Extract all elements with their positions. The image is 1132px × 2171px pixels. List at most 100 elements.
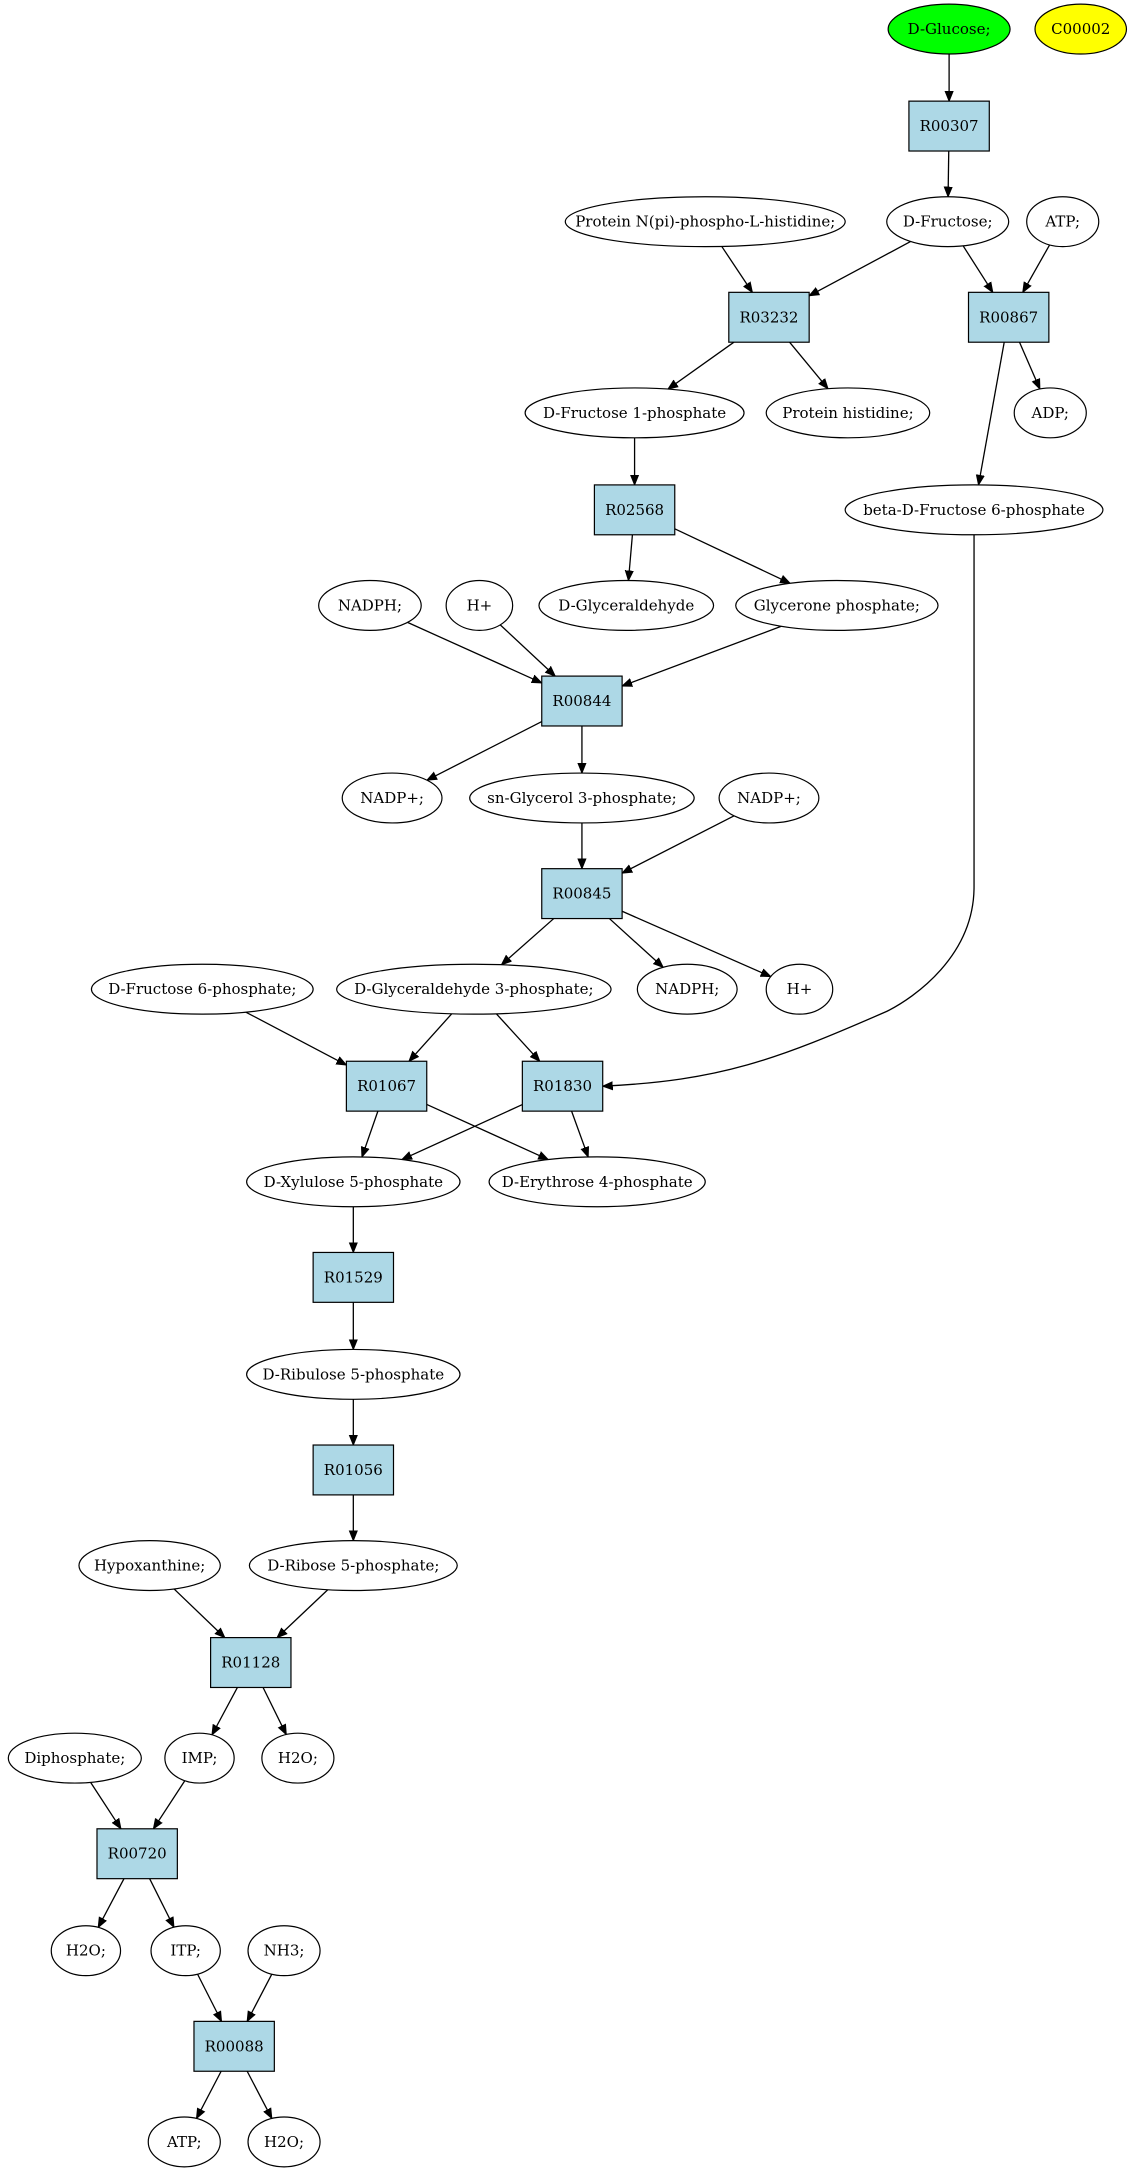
compound-node-fructose[interactable]: D-Fructose; — [886, 196, 1010, 248]
edge-fructose-to-r00867 — [962, 245, 993, 293]
reaction-node-r02568[interactable]: R02568 — [593, 484, 676, 536]
compound-node-h2o3[interactable]: H2O; — [247, 2116, 321, 2168]
reaction-node-r01830[interactable]: R01830 — [521, 1060, 604, 1112]
compound-ellipse — [318, 579, 422, 631]
edge-itp-to-r00088 — [196, 1973, 222, 2021]
node-label: ITP; — [170, 1942, 201, 1960]
compound-node-hplus1[interactable]: H+ — [445, 579, 514, 631]
compound-node-f1p[interactable]: D-Fructose 1-phosphate — [524, 387, 745, 439]
edge-r02568-to-glyald — [628, 534, 632, 581]
compound-ellipse — [765, 963, 834, 1015]
compound-node-dhap[interactable]: Glycerone phosphate; — [735, 579, 939, 631]
compound-node-ga3p[interactable]: D-Glyceraldehyde 3-phosphate; — [336, 963, 612, 1015]
compound-ellipse — [7, 1732, 142, 1784]
compound-node-c00002[interactable]: C00002 — [1034, 3, 1128, 55]
node-label: Protein histidine; — [782, 404, 913, 422]
node-label: NADPH; — [655, 980, 719, 998]
node-label: D-Xylulose 5-phosphate — [264, 1173, 443, 1191]
node-label: D-Fructose 6-phosphate; — [108, 980, 296, 998]
compound-node-glyald[interactable]: D-Glyceraldehyde — [538, 579, 715, 631]
node-label: sn-Glycerol 3-phosphate; — [487, 789, 677, 807]
compound-node-g3p[interactable]: sn-Glycerol 3-phosphate; — [469, 772, 695, 824]
compound-ellipse — [445, 579, 514, 631]
compound-node-adp[interactable]: ADP; — [1013, 387, 1087, 439]
compound-node-nadp2[interactable]: NADP+; — [718, 772, 820, 824]
compound-ellipse — [564, 196, 846, 248]
compound-ellipse — [164, 1732, 235, 1784]
compound-ellipse — [341, 772, 443, 824]
edge-dhap-to-r00844 — [622, 625, 782, 686]
compound-node-e4p[interactable]: D-Erythrose 4-phosphate — [488, 1156, 706, 1208]
compound-node-nadph2[interactable]: NADPH; — [636, 963, 738, 1015]
edge-layer — [90, 54, 1051, 2118]
compound-node-prot_nphos[interactable]: Protein N(pi)-phospho-L-histidine; — [564, 196, 846, 248]
node-label: D-Glyceraldehyde — [558, 596, 694, 614]
reaction-box — [593, 484, 676, 536]
reaction-node-r03232[interactable]: R03232 — [728, 291, 810, 343]
reaction-node-r00720[interactable]: R00720 — [96, 1828, 178, 1880]
reaction-node-r00844[interactable]: R00844 — [541, 675, 623, 727]
node-label: R00307 — [920, 117, 979, 135]
reaction-node-r00307[interactable]: R00307 — [908, 100, 990, 152]
edge-r00307-to-fructose — [948, 151, 949, 197]
compound-node-diphos[interactable]: Diphosphate; — [7, 1732, 142, 1784]
compound-ellipse — [469, 772, 695, 824]
reaction-node-r00845[interactable]: R00845 — [541, 868, 623, 920]
compound-ellipse — [524, 387, 745, 439]
compound-node-imp[interactable]: IMP; — [164, 1732, 235, 1784]
reaction-node-r01529[interactable]: R01529 — [312, 1251, 395, 1303]
reaction-box — [312, 1444, 395, 1496]
edge-r00720-to-h2o2 — [98, 1878, 125, 1928]
compound-ellipse — [735, 579, 939, 631]
edge-diphos-to-r00720 — [90, 1782, 121, 1828]
node-label: D-Ribose 5-phosphate; — [267, 1557, 439, 1575]
node-label: beta-D-Fructose 6-phosphate — [863, 501, 1085, 519]
node-label: R03232 — [739, 308, 798, 326]
reaction-box — [345, 1060, 428, 1112]
compound-node-atp1[interactable]: ATP; — [1026, 196, 1100, 248]
reaction-box — [210, 1637, 292, 1689]
compound-node-glucose[interactable]: D-Glucose; — [887, 3, 1011, 55]
edge-r00845-to-hplus2 — [621, 910, 771, 978]
compound-node-itp[interactable]: ITP; — [150, 1925, 221, 1977]
node-label: Protein N(pi)-phospho-L-histidine; — [575, 213, 835, 231]
compound-node-nh3[interactable]: NH3; — [247, 1925, 321, 1977]
compound-node-x5p[interactable]: D-Xylulose 5-phosphate — [246, 1156, 461, 1208]
compound-ellipse — [248, 1540, 458, 1592]
node-label: ATP; — [166, 2133, 202, 2151]
edge-r01067-to-e4p — [426, 1103, 548, 1161]
node-label: NADP+; — [737, 789, 801, 807]
reaction-node-r01067[interactable]: R01067 — [345, 1060, 428, 1112]
reaction-node-r00088[interactable]: R00088 — [193, 2020, 275, 2072]
compound-node-atp2[interactable]: ATP; — [147, 2116, 221, 2168]
edge-r00867-to-adp — [1018, 341, 1041, 389]
reaction-box — [728, 291, 810, 343]
compound-node-r5p[interactable]: D-Ribose 5-phosphate; — [248, 1540, 458, 1592]
compound-node-h2o2[interactable]: H2O; — [50, 1925, 122, 1977]
node-label: D-Glyceraldehyde 3-phosphate; — [354, 980, 593, 998]
compound-node-bf6p[interactable]: beta-D-Fructose 6-phosphate — [844, 484, 1104, 536]
compound-ellipse — [718, 772, 820, 824]
node-label: H+ — [467, 596, 493, 614]
compound-node-h2o1[interactable]: H2O; — [261, 1732, 335, 1784]
edge-hplus1-to-r00844 — [499, 624, 555, 676]
node-label: D-Erythrose 4-phosphate — [502, 1173, 693, 1191]
edge-r5p-to-r01128 — [277, 1589, 329, 1638]
compound-node-hypox[interactable]: Hypoxanthine; — [78, 1540, 221, 1592]
compound-ellipse — [488, 1156, 706, 1208]
reaction-node-r01128[interactable]: R01128 — [210, 1637, 292, 1689]
reaction-node-r01056[interactable]: R01056 — [312, 1444, 395, 1496]
compound-node-prot_his[interactable]: Protein histidine; — [765, 387, 931, 439]
compound-ellipse — [247, 1925, 321, 1977]
node-label: H2O; — [66, 1942, 106, 1960]
edge-prot_nphos-to-r03232 — [721, 246, 753, 292]
edge-nadp2-to-r00845 — [622, 815, 735, 873]
compound-node-nadph1[interactable]: NADPH; — [318, 579, 422, 631]
reaction-node-r00867[interactable]: R00867 — [967, 291, 1050, 343]
compound-node-ru5p[interactable]: D-Ribulose 5-phosphate — [246, 1348, 461, 1400]
compound-node-f6p[interactable]: D-Fructose 6-phosphate; — [90, 963, 314, 1015]
edge-r02568-to-dhap — [674, 528, 790, 584]
compound-node-nadp1[interactable]: NADP+; — [341, 772, 443, 824]
compound-node-hplus2[interactable]: H+ — [765, 963, 834, 1015]
